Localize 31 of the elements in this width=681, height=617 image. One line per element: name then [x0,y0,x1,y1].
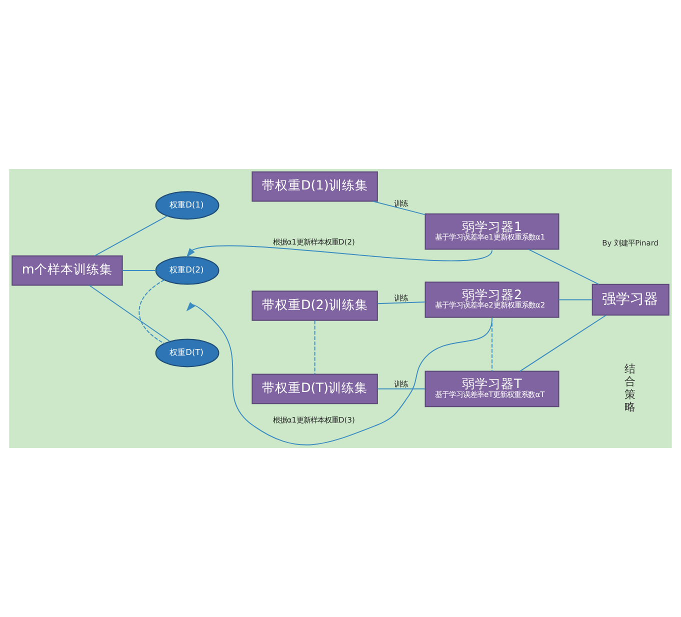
connector [519,314,607,372]
node-ellipse: 权重D(1) [155,191,220,220]
node-box: 带权重D(T)训练集 [252,374,378,404]
label: 结合策略 [624,362,636,414]
node-ellipse: 权重D(T) [155,338,220,368]
edge-label: 训练 [394,293,408,302]
arrow [186,245,492,262]
connector [122,270,156,272]
connector [377,388,426,390]
connector [558,299,593,300]
edge-label: 根据α1更新样本权重D(2) [272,237,355,246]
arrow [186,302,492,446]
connector [528,248,600,285]
node-box: 强学习器 [592,284,670,316]
node-box: 弱学习器T 基于学习误差率eT更新权重系数αT [424,370,560,408]
edge-label: 训练 [394,199,408,208]
connector [372,200,426,216]
connector [94,216,168,256]
node-box: 带权重D(1)训练集 [252,171,378,202]
connector [314,320,316,375]
node-box: 带权重D(2)训练集 [252,290,378,321]
connector [138,279,165,344]
label: By 刘建平Pinard [602,238,659,248]
connector [377,302,426,304]
edge-label: 根据α1更新样本权重D(3) [272,416,355,425]
node-box: m个样本训练集 [12,255,123,286]
connector [88,284,170,342]
edge-label: 训练 [394,380,408,389]
node-ellipse: 权重D(2) [155,256,220,285]
node-box: 弱学习器2 基于学习误差率e2更新权重系数α2 [424,282,560,318]
node-box: 弱学习器1 基于学习误差率e1更新权重系数α1 [424,213,560,250]
